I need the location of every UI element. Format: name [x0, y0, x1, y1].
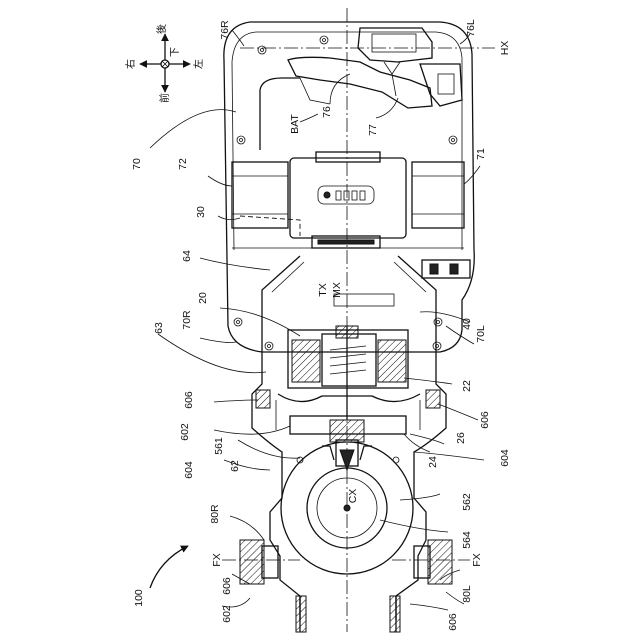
callout-606-upper-left: 606 [183, 391, 195, 409]
callout-606-lower-right: 606 [447, 613, 459, 631]
fastener-80L [392, 540, 470, 584]
callout-BAT: BAT [289, 114, 301, 134]
fastener-80R [222, 540, 300, 584]
fan-section [278, 394, 420, 402]
callout-FX-left: FX [211, 553, 223, 566]
motor-board [334, 294, 394, 306]
controller-box [422, 260, 470, 278]
callout-70R: 70R [181, 310, 193, 330]
callout-561: 561 [213, 437, 225, 455]
callout-80L: 80L [461, 585, 473, 603]
callout-22: 22 [461, 380, 473, 392]
callout-62: 62 [229, 460, 241, 472]
callout-100: 100 [133, 589, 145, 607]
leader-lines [150, 30, 484, 610]
left-side-block [232, 162, 288, 228]
dir-right-label: 右 [124, 59, 137, 69]
callout-20: 20 [197, 292, 209, 304]
dir-front-label: 前 [158, 93, 171, 103]
bottom-shaft [300, 596, 396, 632]
callout-76L: 76L [465, 19, 477, 37]
callout-63: 63 [153, 322, 165, 334]
callout-70: 70 [131, 158, 143, 170]
callout-80R: 80R [209, 504, 221, 524]
callout-70L: 70L [475, 325, 487, 343]
callout-64: 64 [181, 250, 193, 262]
callout-30: 30 [195, 206, 207, 218]
callout-HX: HX [499, 41, 511, 56]
dir-back-label: 後 [155, 24, 168, 34]
motor-assembly [288, 326, 408, 420]
callout-MX: MX [331, 282, 343, 298]
right-side-block [412, 162, 464, 228]
callout-604-right: 604 [499, 449, 511, 467]
callout-564: 564 [461, 531, 473, 549]
assembly-arrow [150, 546, 188, 588]
callout-72: 72 [177, 158, 189, 170]
callout-604-left: 604 [183, 461, 195, 479]
dir-down-label: 下 [170, 47, 181, 57]
callout-77: 77 [367, 124, 379, 136]
callout-71: 71 [475, 148, 487, 160]
callout-24: 24 [427, 456, 439, 468]
dashed-reference [240, 216, 300, 236]
callout-606-upper-right: 606 [479, 411, 491, 429]
callout-40: 40 [461, 318, 473, 330]
callout-CX: CX [347, 489, 359, 504]
dir-left-label: 左 [192, 59, 205, 69]
callout-26: 26 [455, 432, 467, 444]
callout-562: 562 [461, 493, 473, 511]
seal-right [426, 390, 440, 408]
callout-606-lower-left: 606 [221, 577, 233, 595]
callout-TX: TX [317, 283, 329, 296]
battery-pack [290, 152, 406, 248]
callout-602-upper: 602 [179, 423, 191, 441]
callout-FX-right: FX [471, 553, 483, 566]
callout-76: 76 [321, 106, 333, 118]
callout-76R: 76R [219, 20, 231, 40]
seal-left [256, 390, 270, 408]
direction-indicator [140, 34, 190, 92]
callout-602-lower: 602 [221, 605, 233, 623]
